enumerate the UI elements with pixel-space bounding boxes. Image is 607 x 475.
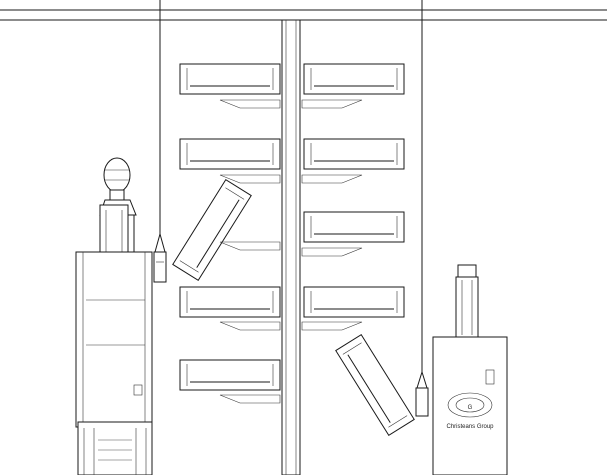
company-logo: G Christeans Group	[446, 392, 494, 430]
top-rail	[0, 9, 607, 21]
logo-letter: G	[468, 405, 473, 411]
rack-right-3	[301, 211, 405, 257]
rack-left-3	[179, 286, 281, 331]
rack-left-1	[179, 63, 281, 109]
rack-left-tilted	[172, 178, 252, 282]
rack-right-2	[301, 138, 405, 184]
rack-left-4	[179, 359, 281, 404]
left-machine	[75, 157, 153, 475]
rack-left-2	[179, 138, 281, 184]
rack-right-1	[301, 63, 405, 109]
right-hook	[415, 370, 429, 417]
left-hook	[153, 232, 167, 283]
rack-right-4	[301, 286, 405, 331]
rack-left-tilted-shelf	[219, 241, 281, 251]
rack-right-tilted	[335, 333, 415, 437]
central-tower	[281, 19, 301, 475]
right-machine	[432, 264, 508, 475]
brand-text: Christeans Group	[446, 424, 494, 430]
